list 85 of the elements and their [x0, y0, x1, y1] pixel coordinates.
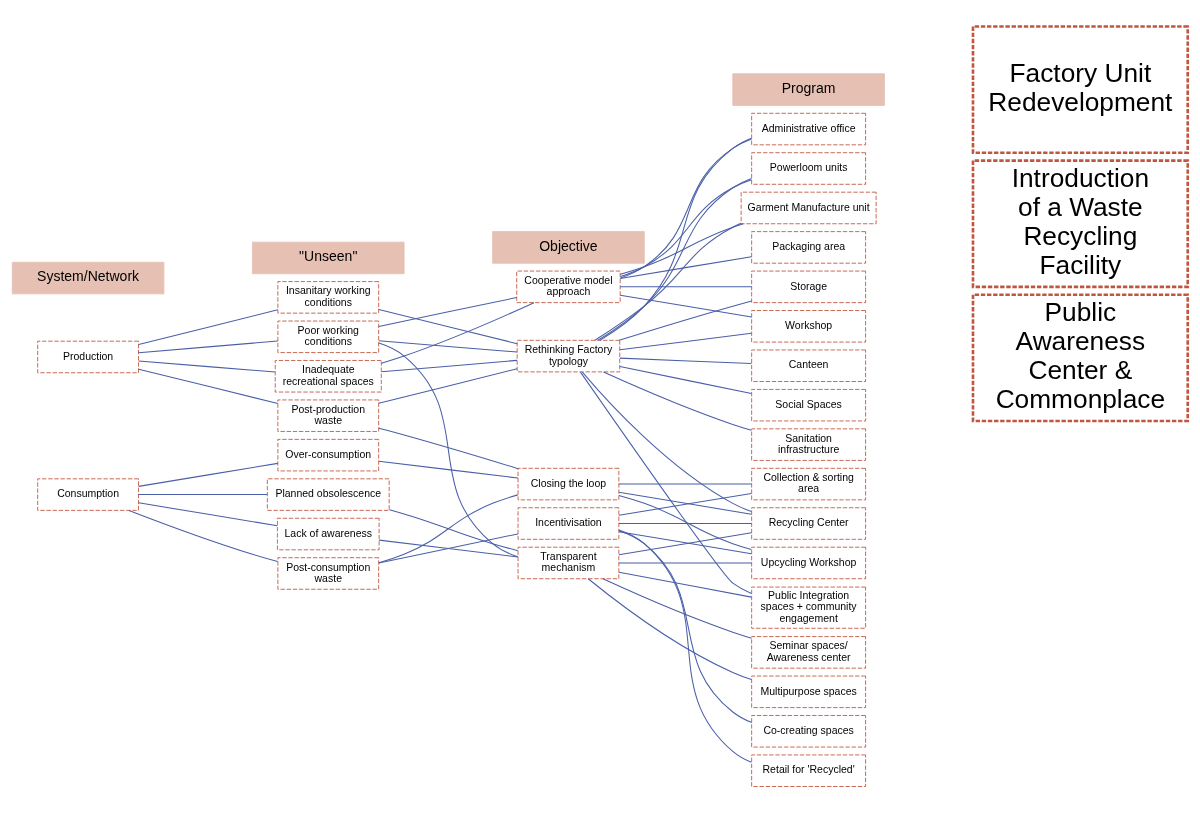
node-box: Multipurpose spaces — [751, 675, 867, 709]
node-box: Insanitary working conditions — [277, 281, 380, 314]
node-box: Garment Manufacture unit — [740, 191, 877, 225]
connector — [618, 529, 752, 763]
connector — [378, 533, 519, 564]
node-box: System/Network — [11, 261, 165, 295]
connector — [378, 297, 518, 327]
connector — [618, 530, 753, 723]
connector — [138, 462, 279, 487]
node-box: Rethinking Factory typology — [516, 339, 621, 373]
node-box: Lack of awareness — [277, 517, 380, 551]
connector — [138, 340, 279, 354]
node-box: Powerloom units — [751, 152, 867, 185]
connector — [378, 342, 519, 558]
node-box: Cooperative model approach — [516, 270, 621, 304]
connector — [138, 368, 279, 404]
connector — [128, 509, 279, 562]
node-box: Social Spaces — [751, 388, 867, 422]
node-box: Poor working conditions — [277, 320, 380, 354]
node-box: Storage — [751, 270, 867, 304]
node-box: Retail for 'Recycled' — [751, 754, 867, 787]
connector — [378, 460, 519, 479]
connector — [619, 366, 752, 395]
node-box: Closing the loop — [517, 467, 620, 501]
connector — [594, 222, 742, 341]
node-box: Introduction of a Waste Recycling Facility — [971, 159, 1190, 289]
node-box: Incentivisation — [517, 507, 620, 540]
connector — [597, 177, 752, 341]
connector — [618, 523, 752, 525]
connector — [138, 494, 268, 496]
node-box: Program — [732, 73, 885, 106]
connector — [138, 502, 278, 527]
connector — [620, 138, 752, 279]
node-box: Packaging area — [751, 231, 867, 264]
node-box: Workshop — [751, 310, 867, 343]
node-box: Upcycling Workshop — [751, 546, 867, 580]
connector — [138, 309, 279, 346]
connector — [619, 332, 752, 351]
connector — [618, 562, 752, 564]
connector — [581, 371, 752, 512]
connector — [619, 357, 752, 364]
node-box: Transparent mechanism — [517, 546, 620, 580]
connector — [378, 494, 519, 564]
connector — [579, 371, 752, 595]
connector — [378, 368, 518, 404]
node-box: Public Awareness Center & Commonplace — [971, 293, 1190, 423]
node-box: Planned obsolescence — [266, 478, 390, 511]
connector — [602, 578, 752, 639]
connector — [619, 286, 753, 288]
connector — [138, 360, 276, 373]
connector — [619, 223, 744, 275]
node-box: Canteen — [751, 349, 867, 382]
node-box: Collection & sorting area — [751, 467, 867, 501]
connector — [378, 309, 518, 345]
connector — [618, 483, 752, 485]
connector — [618, 300, 753, 341]
connector — [378, 539, 519, 558]
node-box: Factory Unit Redevelopment — [971, 25, 1190, 155]
node-box: Co-creating spaces — [751, 715, 867, 748]
connector — [618, 495, 752, 551]
connector — [599, 137, 752, 341]
node-box: Objective — [492, 231, 645, 264]
connector — [378, 340, 518, 353]
connector — [378, 427, 519, 470]
connector — [388, 509, 519, 552]
node-box: Production — [37, 340, 139, 374]
connector — [603, 371, 752, 431]
node-box: "Unseen" — [252, 241, 405, 275]
connector — [619, 294, 753, 318]
node-box: Public Integration spaces + community engagement — [751, 586, 867, 629]
node-box: Administrative office — [751, 112, 867, 146]
connector — [618, 571, 752, 598]
connector — [380, 359, 518, 373]
node-box: Recycling Center — [751, 507, 867, 540]
connector — [619, 256, 753, 279]
connector — [587, 578, 752, 681]
node-box: Inadequate recreational spaces — [274, 360, 382, 393]
node-box: Post-consumption waste — [277, 557, 380, 590]
connector — [620, 179, 752, 278]
node-box: Consumption — [37, 478, 139, 511]
node-box: Post-production waste — [277, 399, 380, 432]
node-box: Over-consumption — [277, 438, 380, 472]
connector — [380, 302, 535, 364]
node-box: Seminar spaces/ Awareness center — [751, 636, 867, 669]
node-box: Sanitation infrastructure — [751, 428, 867, 461]
